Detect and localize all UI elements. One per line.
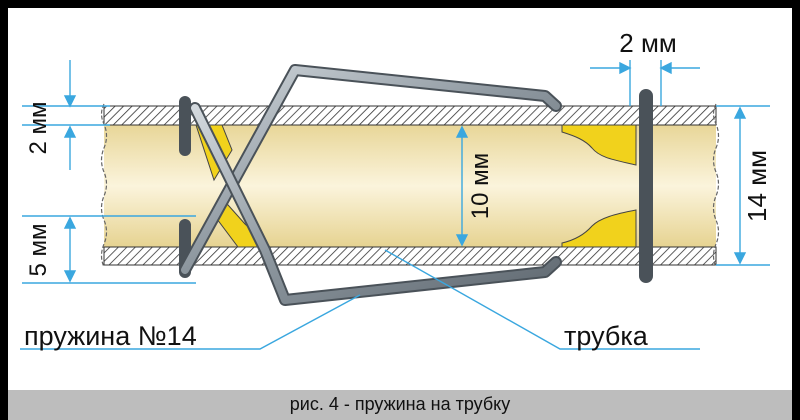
label-dim-gap: 5 мм	[25, 223, 52, 276]
dimension-lines	[20, 60, 770, 350]
label-dim-wall-top: 2 мм	[619, 28, 676, 58]
figure-caption: рис. 4 - пружина на трубку	[289, 394, 511, 414]
diagram-panel: 2 мм 2 мм 5 мм 10 мм 14 мм пружина №14 т…	[8, 8, 792, 390]
tube-wall-top	[103, 105, 717, 126]
label-tube: трубка	[564, 321, 649, 351]
label-dim-wall-left: 2 мм	[25, 101, 52, 154]
tube-wall-bottom	[103, 246, 717, 266]
tube-break-right	[712, 103, 720, 268]
tube-break-left	[100, 103, 108, 268]
label-dim-inner: 10 мм	[467, 153, 494, 219]
spring-wire	[179, 64, 653, 306]
yellow-insert-bottom-right	[561, 209, 637, 248]
label-spring: пружина №14	[24, 321, 197, 351]
yellow-insert-top-right	[561, 124, 637, 166]
caption-bar: рис. 4 - пружина на трубку	[8, 390, 792, 420]
spring-on-tube-diagram: 2 мм 2 мм 5 мм 10 мм 14 мм пружина №14 т…	[20, 28, 772, 351]
label-dim-outer: 14 мм	[742, 150, 772, 222]
